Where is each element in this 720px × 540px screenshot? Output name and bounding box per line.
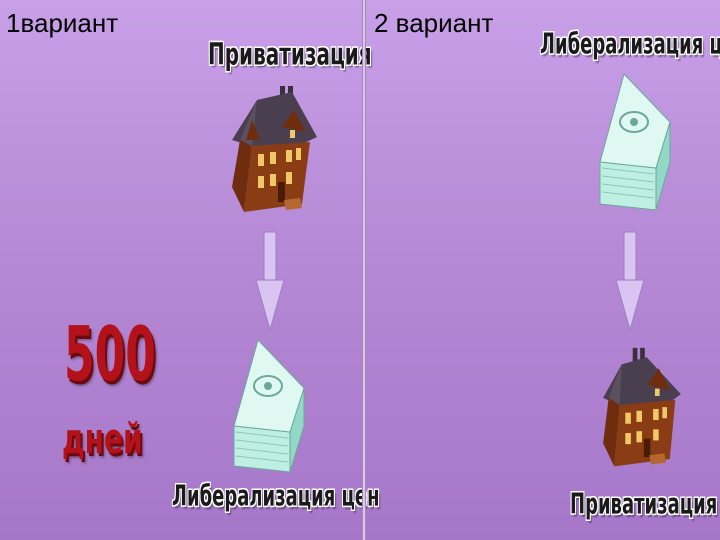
variant-label: 1вариант bbox=[6, 8, 119, 38]
down-arrow-icon bbox=[255, 231, 285, 332]
house-icon bbox=[603, 347, 681, 467]
privatization-label: Приватизация bbox=[570, 488, 718, 522]
variant-label: 2 вариант bbox=[374, 8, 494, 38]
down-arrow-icon bbox=[615, 231, 645, 332]
money-stack-icon bbox=[233, 339, 305, 473]
days-count-unit: дней bbox=[62, 414, 143, 464]
privatization-label: Приватизация bbox=[208, 36, 372, 72]
money-stack-icon bbox=[599, 73, 671, 211]
days-count-number: 500 bbox=[64, 312, 156, 399]
right-panel: 2 вариант Либерализация цен bbox=[366, 0, 720, 540]
liberalization-label: Либерализация цен bbox=[172, 480, 380, 514]
house-icon bbox=[232, 86, 317, 212]
panel-divider bbox=[362, 0, 366, 540]
liberalization-label: Либерализация цен bbox=[540, 28, 720, 62]
left-panel: 1вариант Приватизация bbox=[6, 8, 380, 514]
